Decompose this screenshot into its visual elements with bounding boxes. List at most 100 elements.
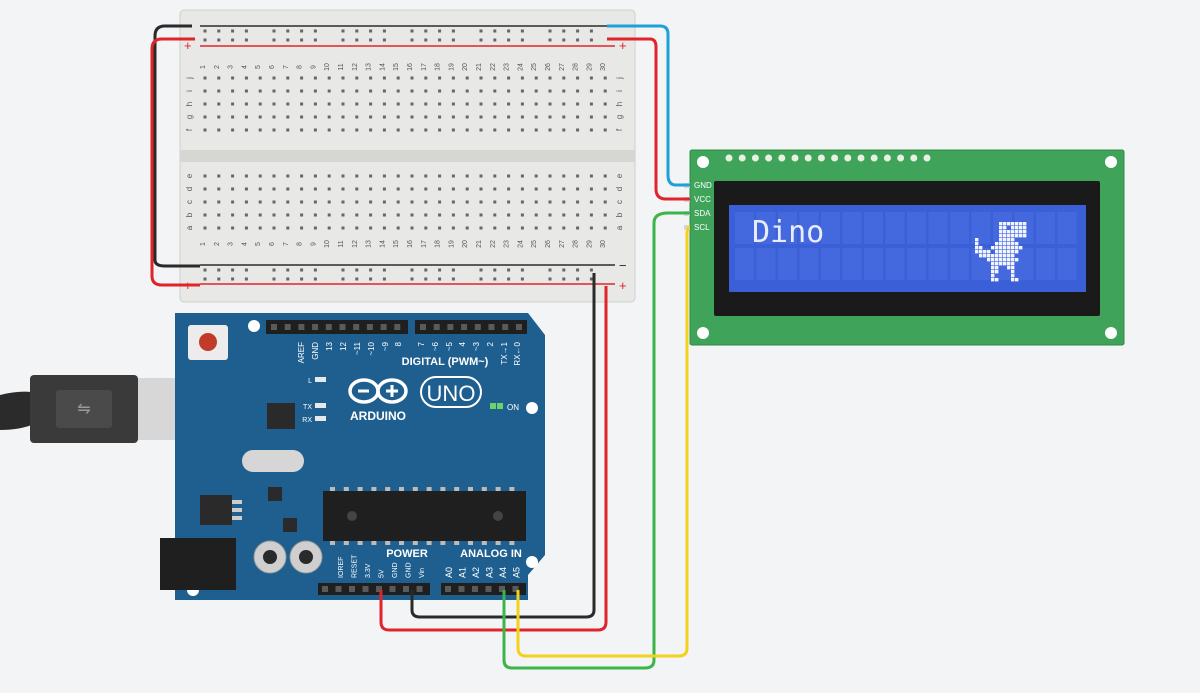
breadboard-hole[interactable] [410,128,414,132]
breadboard-hole[interactable] [493,200,497,204]
rail-hole[interactable] [313,268,317,272]
header-pin[interactable] [447,324,454,330]
wire-blue-gnd[interactable] [607,24,690,187]
rail-hole[interactable] [410,29,414,33]
rail-hole[interactable] [272,38,276,42]
breadboard-hole[interactable] [272,115,276,119]
breadboard-hole[interactable] [327,89,331,93]
breadboard-hole[interactable] [479,115,483,119]
header-pin[interactable] [488,324,495,330]
breadboard-hole[interactable] [438,76,442,80]
rail-hole[interactable] [410,277,414,281]
rail-hole[interactable] [382,29,386,33]
breadboard-hole[interactable] [313,200,317,204]
lcd-header-pin[interactable] [765,154,773,162]
breadboard-hole[interactable] [382,226,386,230]
breadboard-hole[interactable] [355,213,359,217]
header-pin[interactable] [499,586,505,592]
breadboard-hole[interactable] [424,102,428,106]
breadboard-hole[interactable] [424,76,428,80]
rail-hole[interactable] [286,38,290,42]
breadboard-hole[interactable] [286,89,290,93]
breadboard-hole[interactable] [451,187,455,191]
rail-hole[interactable] [562,268,566,272]
breadboard-hole[interactable] [231,226,235,230]
breadboard-hole[interactable] [258,174,262,178]
wire-red-left[interactable] [150,37,200,287]
header-pin[interactable] [420,324,426,330]
rail-hole[interactable] [589,268,593,272]
rail-hole[interactable] [562,29,566,33]
breadboard-hole[interactable] [244,174,248,178]
breadboard-hole[interactable] [369,213,373,217]
breadboard-hole[interactable] [203,76,207,80]
rail-hole[interactable] [355,29,359,33]
breadboard-hole[interactable] [313,174,317,178]
wires[interactable] [150,24,691,670]
breadboard-hole[interactable] [382,89,386,93]
breadboard-hole[interactable] [603,213,607,217]
breadboard-hole[interactable] [451,213,455,217]
header-pin[interactable] [312,324,319,330]
rail-hole[interactable] [355,277,359,281]
header-pin[interactable] [433,324,440,330]
lcd-header-pin[interactable] [725,154,733,162]
wire-green-sda[interactable] [502,211,690,670]
breadboard-hole[interactable] [424,115,428,119]
breadboard-hole[interactable] [562,174,566,178]
breadboard-hole[interactable] [589,226,593,230]
rail-hole[interactable] [438,277,442,281]
breadboard-hole[interactable] [244,128,248,132]
header-pin[interactable] [376,586,382,592]
rail-hole[interactable] [355,38,359,42]
breadboard-hole[interactable] [451,174,455,178]
breadboard-hole[interactable] [493,89,497,93]
breadboard-hole[interactable] [465,115,469,119]
breadboard-hole[interactable] [576,128,580,132]
rail-hole[interactable] [217,38,221,42]
rail-hole[interactable] [451,38,455,42]
rail-hole[interactable] [369,29,373,33]
breadboard-hole[interactable] [258,115,262,119]
breadboard-hole[interactable] [451,76,455,80]
breadboard-hole[interactable] [272,89,276,93]
breadboard-hole[interactable] [341,115,345,119]
breadboard-hole[interactable] [507,76,511,80]
header-pin[interactable] [403,586,409,592]
rail-hole[interactable] [548,268,552,272]
breadboard-hole[interactable] [548,128,552,132]
breadboard-hole[interactable] [217,174,221,178]
breadboard-hole[interactable] [589,76,593,80]
breadboard-hole[interactable] [438,102,442,106]
breadboard-hole[interactable] [479,213,483,217]
breadboard-hole[interactable] [203,174,207,178]
header-pin[interactable] [353,324,360,330]
breadboard-hole[interactable] [534,76,538,80]
breadboard-hole[interactable] [341,174,345,178]
breadboard-hole[interactable] [217,89,221,93]
breadboard-hole[interactable] [438,174,442,178]
breadboard-hole[interactable] [382,213,386,217]
breadboard-hole[interactable] [548,226,552,230]
breadboard-hole[interactable] [217,213,221,217]
header-pin[interactable] [325,324,332,330]
breadboard-hole[interactable] [369,102,373,106]
breadboard-hole[interactable] [286,115,290,119]
header-pin[interactable] [271,324,277,330]
rail-hole[interactable] [382,277,386,281]
breadboard-hole[interactable] [272,187,276,191]
lcd-header-pin[interactable] [923,154,931,162]
rail-hole[interactable] [313,29,317,33]
wire-red-5v[interactable] [379,286,608,632]
breadboard-hole[interactable] [369,187,373,191]
breadboard-hole[interactable] [520,174,524,178]
rail-hole[interactable] [286,268,290,272]
breadboard-hole[interactable] [465,200,469,204]
breadboard-hole[interactable] [217,115,221,119]
breadboard-hole[interactable] [369,226,373,230]
breadboard-hole[interactable] [286,76,290,80]
breadboard-hole[interactable] [534,187,538,191]
rail-hole[interactable] [451,268,455,272]
breadboard-hole[interactable] [341,89,345,93]
